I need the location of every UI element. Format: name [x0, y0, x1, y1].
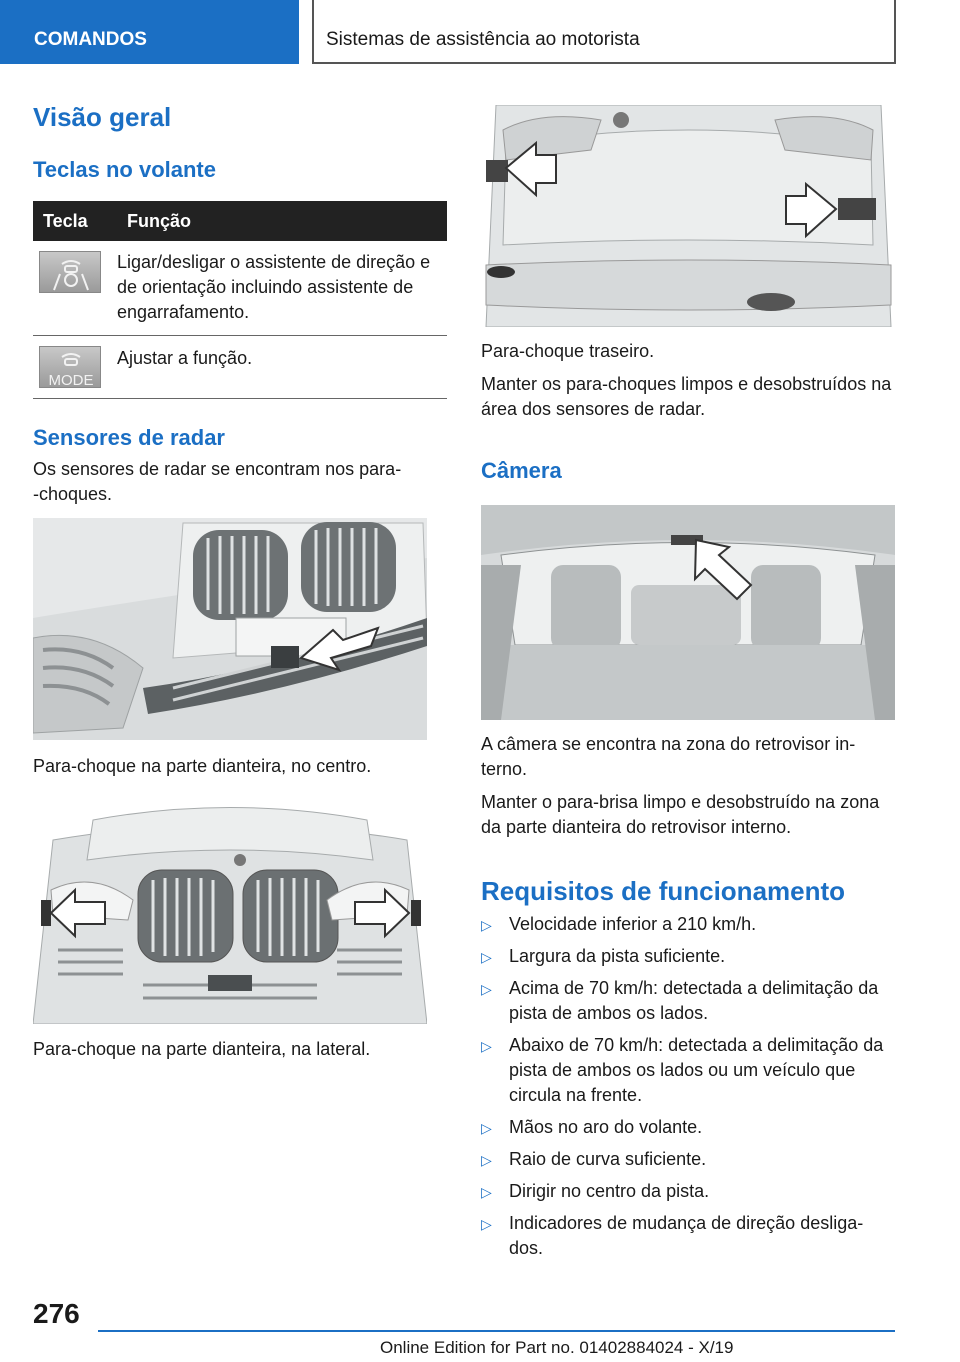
front-bumper-side-image	[33, 800, 427, 1024]
footer-divider	[98, 1330, 895, 1332]
rear-text: Manter os para-choques limpos e desobstr…	[481, 374, 892, 419]
footer-edition: Online Edition for Part no. 01402884024 …	[380, 1338, 734, 1357]
triangle-bullet-icon: ▷	[481, 981, 492, 997]
caption-front-side: Para-choque na parte dianteira, na later…	[33, 1039, 371, 1059]
radar-heading: Sensores de radar	[33, 425, 225, 450]
key-function-text: Ligar/desligar o assistente de direção e…	[117, 241, 447, 336]
mode-key-icon: MODE	[39, 346, 101, 389]
triangle-bullet-icon: ▷	[481, 1216, 492, 1232]
triangle-bullet-icon: ▷	[481, 917, 492, 933]
requirements-list: ▷Velocidade inferior a 210 km/h. ▷Largur…	[481, 912, 895, 1268]
rear-bumper-image	[481, 105, 895, 327]
left-column: Visão geral Teclas no volante Tecla Funç…	[33, 100, 447, 1059]
table-row: MODE Ajustar a função.	[33, 335, 447, 399]
triangle-bullet-icon: ▷	[481, 949, 492, 965]
keys-heading: Teclas no volante	[33, 157, 216, 182]
camera-image	[481, 505, 895, 720]
list-item: ▷Mãos no aro do volante.	[481, 1115, 895, 1140]
page-heading: Visão geral	[33, 102, 172, 132]
section-tab: COMANDOS	[0, 0, 299, 64]
triangle-bullet-icon: ▷	[481, 1120, 492, 1136]
triangle-bullet-icon: ▷	[481, 1038, 492, 1054]
list-item: ▷Abaixo de 70 km/h: detectada a delimita…	[481, 1035, 884, 1105]
table-header-key: Tecla	[33, 201, 117, 241]
camera-text-2: Manter o para-brisa limpo e desobstruído…	[481, 792, 880, 837]
front-bumper-center-image	[33, 518, 427, 740]
table-row: Ligar/desligar o assistente de direção e…	[33, 241, 447, 336]
radar-text: Os sensores de radar se encontram nos pa…	[33, 459, 402, 504]
camera-heading: Câmera	[481, 458, 562, 483]
camera-text-1: A câmera se encontra na zona do retrovis…	[481, 734, 856, 779]
triangle-bullet-icon: ▷	[481, 1184, 492, 1200]
list-item: ▷Indicadores de mudança de direção desli…	[481, 1213, 864, 1258]
requirements-heading: Requisitos de funcionamento	[481, 876, 846, 906]
page-number: 276	[33, 1298, 80, 1329]
mode-key-label: MODE	[48, 372, 94, 389]
caption-front-center: Para-choque na parte dianteira, no centr…	[33, 756, 372, 776]
key-function-text: Ajustar a função.	[117, 335, 447, 399]
caption-rear: Para-choque traseiro.	[481, 341, 655, 361]
list-item: ▷Raio de curva suficiente.	[481, 1147, 895, 1172]
lane-assist-key-icon	[39, 251, 101, 293]
chapter-title: Sistemas de assistência ao motorista	[312, 0, 896, 64]
list-item: ▷Largura da pista suficiente.	[481, 944, 895, 969]
table-header-function: Função	[117, 201, 447, 241]
list-item: ▷Acima de 70 km/h: detectada a delimitaç…	[481, 978, 879, 1023]
list-item: ▷Dirigir no centro da pista.	[481, 1179, 895, 1204]
triangle-bullet-icon: ▷	[481, 1152, 492, 1168]
keys-table: Tecla Função Ligar/desligar o assistente…	[33, 201, 447, 399]
list-item: ▷Velocidade inferior a 210 km/h.	[481, 912, 895, 937]
